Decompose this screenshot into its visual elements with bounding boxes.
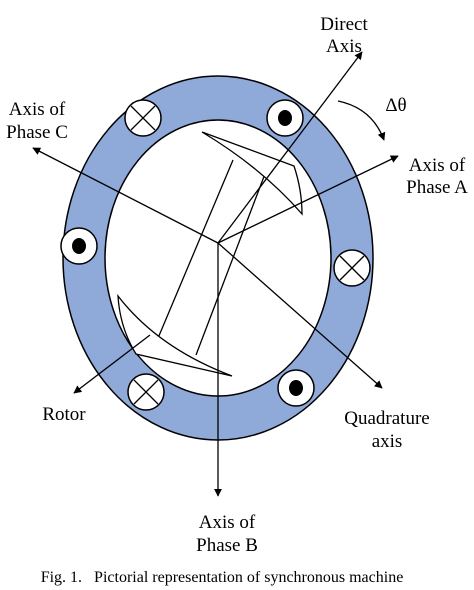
phase-a-axis: [217, 155, 399, 244]
phase-a-label-line2: Phase A: [406, 177, 468, 198]
quadrature-label-line1: Quadrature: [344, 408, 429, 429]
delta-theta-label: Δθ: [385, 95, 406, 116]
phase-a-label-line1: Axis of: [409, 155, 466, 176]
rotor-label-arrow: [73, 334, 151, 394]
phase-c-axis: [32, 147, 219, 244]
phase-c-label-line1: Axis of: [9, 99, 66, 120]
rotor-label: Rotor: [42, 404, 86, 425]
rotor-pole-top: [201, 131, 303, 216]
conductor-cross-icon: [333, 249, 371, 287]
figure-caption: Fig. 1. Pictorial representation of sync…: [41, 569, 404, 586]
conductor-dot-icon: [277, 369, 315, 407]
direct-axis-label-line2: Axis: [326, 36, 362, 57]
conductor-cross-icon: [127, 373, 165, 411]
quadrature-label-line2: axis: [372, 431, 403, 452]
phase-b-label-line2: Phase B: [196, 535, 258, 556]
delta-theta-arc: [337, 100, 386, 141]
rotor: [117, 131, 303, 377]
quadrature-axis: [217, 242, 383, 389]
conductor-dot-icon: [266, 99, 304, 137]
rotor-pole-bottom: [117, 293, 233, 377]
direct-axis: [217, 51, 363, 244]
phase-b-label-line1: Axis of: [199, 512, 256, 533]
axes: [32, 51, 399, 497]
conductor-dot-icon: [60, 227, 98, 265]
direct-axis-label-line1: Direct: [320, 14, 368, 35]
conductor-cross-icon: [124, 99, 162, 137]
phase-c-label-line2: Phase C: [6, 122, 68, 143]
